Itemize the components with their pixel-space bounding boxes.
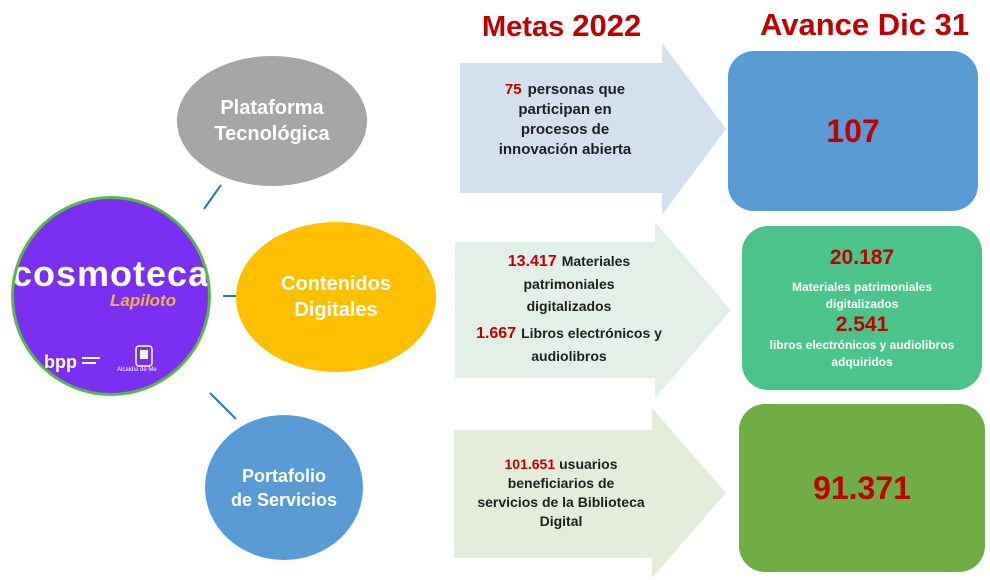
- meta-1-line1: personas que: [527, 81, 626, 98]
- meta-1-line3: procesos de: [520, 121, 610, 138]
- meta-1-line2: participan en: [518, 101, 612, 118]
- svg-text:bpp: bpp: [44, 352, 77, 372]
- avance-2-label1b: digitalizados: [825, 297, 899, 311]
- oval-plataforma-line1: Plataforma: [220, 97, 324, 119]
- logo-subtitle: Lapiloto: [110, 291, 177, 310]
- meta-2-line2a: Libros electrónicos y: [521, 325, 662, 341]
- meta-2-line1b: patrimoniales: [523, 276, 615, 292]
- oval-contenidos-line1: Contenidos: [281, 273, 391, 295]
- metas-header-word: Metas: [482, 11, 565, 43]
- oval-portafolio-line2: de Servicios: [230, 489, 338, 510]
- oval-plataforma-line2: Tecnológica: [214, 123, 330, 145]
- bpp-logo-icon: bpp: [44, 352, 100, 372]
- avance-1-value: 107: [826, 112, 880, 149]
- alcaldia-shield-icon: [135, 345, 153, 367]
- oval-plataforma-tecnologica: Plataforma Tecnológica: [177, 56, 367, 186]
- avance-box-1: 107: [728, 51, 978, 211]
- avance-2-label1a: Materiales patrimoniales: [791, 280, 933, 294]
- meta-1-text: 75 personas que participan en procesos de…: [470, 80, 660, 160]
- cosmoteca-logo: cosmoteca Lapiloto bpp Alcaldía de Me: [11, 196, 211, 396]
- meta-2-number1: 13.417: [507, 253, 557, 270]
- metas-header: Metas 2022: [482, 8, 641, 44]
- meta-3-number: 101.651: [504, 456, 556, 472]
- meta-2-line2b: audiolibros: [531, 348, 607, 364]
- avance-2-label2b: adquiridos: [831, 355, 893, 369]
- connector-line-plataforma: [203, 184, 222, 210]
- meta-2-number2: 1.667: [476, 325, 517, 342]
- meta-2-line1a: Materiales: [561, 253, 631, 269]
- meta-3-line1: usuarios: [559, 456, 618, 472]
- meta-1-number: 75: [504, 81, 522, 98]
- oval-portafolio-line1: Portafolio: [242, 465, 326, 486]
- oval-contenidos-digitales: Contenidos Digitales: [236, 222, 436, 372]
- avance-box-2: 20.187 Materiales patrimoniales digitali…: [742, 226, 982, 390]
- metas-header-year: 2022: [572, 8, 642, 43]
- oval-contenidos-line2: Digitales: [294, 299, 378, 321]
- meta-3-line3: servicios de la Biblioteca: [477, 494, 645, 510]
- avance-2-value1: 20.187: [829, 246, 895, 269]
- meta-2-line1c: digitalizados: [526, 298, 612, 314]
- arrow-meta-2: [455, 222, 731, 398]
- avance-header: Avance Dic 31: [760, 7, 970, 42]
- arrow-meta-1: [460, 43, 726, 215]
- meta-1-line4: innovación abierta: [498, 141, 632, 158]
- logo-title: cosmoteca: [12, 253, 210, 294]
- avance-3-value: 91.371: [813, 469, 911, 506]
- avance-2-value2: 2.541: [835, 313, 889, 336]
- logo-footer-text: Alcaldía de Me: [117, 367, 157, 373]
- arrow-meta-3: [454, 408, 726, 578]
- oval-portafolio-servicios: Portafolio de Servicios: [205, 415, 363, 560]
- meta-3-line2: beneficiarios de: [507, 475, 615, 491]
- avance-box-3: 91.371: [739, 404, 985, 572]
- connector-line-portafolio: [209, 392, 237, 420]
- avance-2-label2a: libros electrónicos y audiolibros: [769, 338, 955, 352]
- meta-3-line4: Digital: [539, 513, 583, 529]
